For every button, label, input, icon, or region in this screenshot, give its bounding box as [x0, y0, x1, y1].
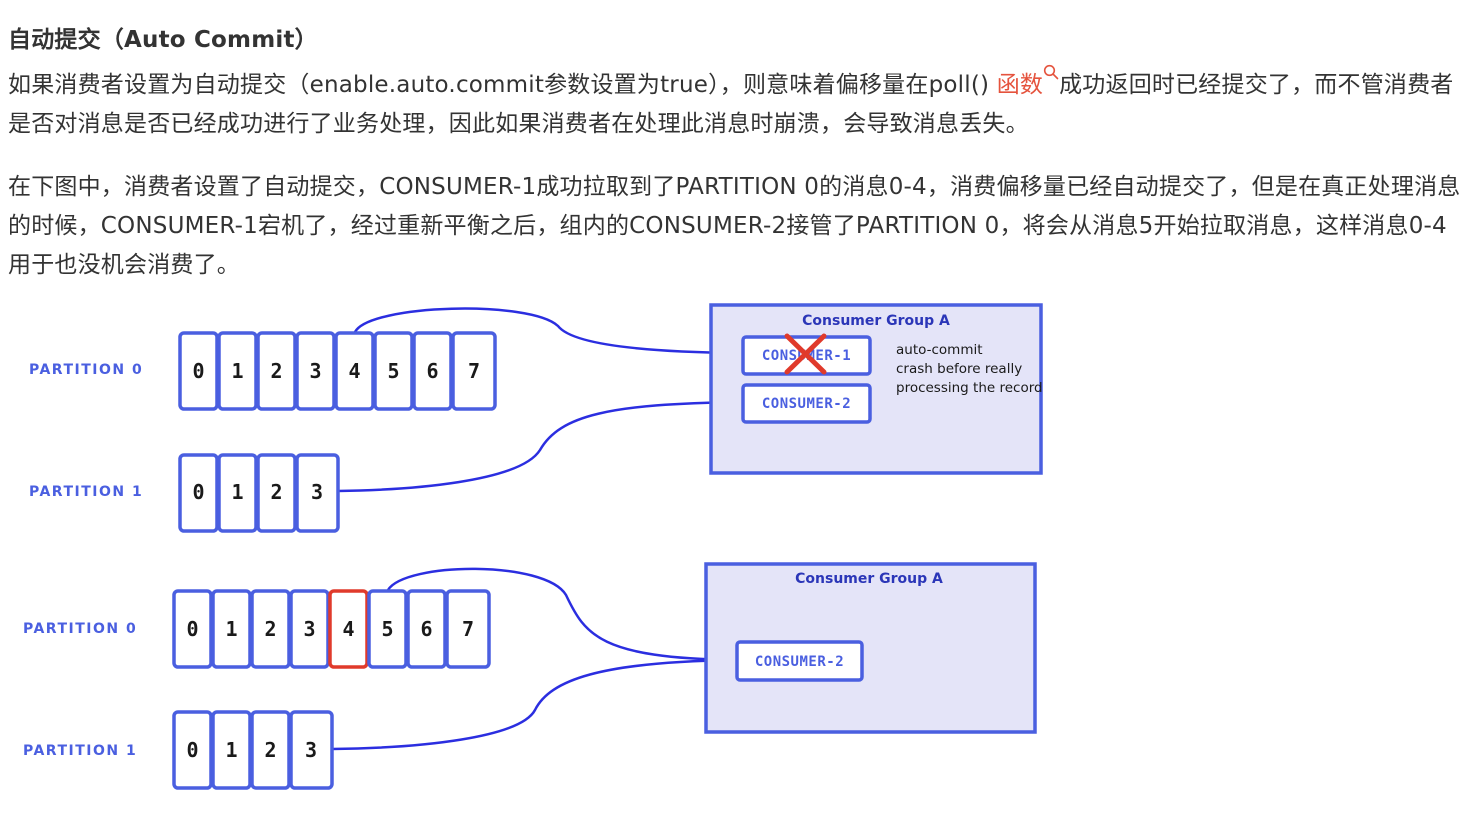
cell-box — [250, 710, 291, 790]
top-consumer2-label: CONSUMER-2 — [762, 396, 851, 412]
cell-label: 0 — [192, 480, 204, 504]
cell-box — [451, 331, 497, 411]
cell-label: 5 — [381, 617, 393, 641]
cell-box — [217, 453, 258, 533]
cell-box — [406, 589, 447, 669]
bottom-partition1-cells: 0 1 2 3 — [172, 710, 334, 790]
paragraph-text-before-link: 如果消费者设置为自动提交（enable.auto.commit参数设置为true… — [8, 72, 997, 98]
cell-label: 4 — [342, 617, 354, 641]
paragraph-auto-commit-intro: 如果消费者设置为自动提交（enable.auto.commit参数设置为true… — [8, 64, 1470, 144]
cell-label: 2 — [270, 359, 282, 383]
cell-label: 6 — [420, 617, 432, 641]
cell-box — [289, 710, 334, 790]
cell-box — [178, 331, 219, 411]
cell-label: 2 — [264, 738, 276, 762]
crash-cross-icon — [784, 333, 827, 375]
cell-box — [334, 331, 375, 411]
cell-label: 3 — [309, 359, 321, 383]
bottom-partition1-label: PARTITION 1 — [23, 743, 137, 759]
cell-box — [256, 331, 297, 411]
cell-label: 4 — [348, 359, 360, 383]
paragraph-text-after-link: 成功返回时已经提交了，而不管消费者是否对消息是否已经成功进行了业务处理，因此如果… — [8, 72, 1454, 137]
cell-box — [172, 589, 213, 669]
connector-bottom-partition1-consumer2 — [331, 658, 736, 751]
bottom-partition0-cells: 0 1 2 3 4 5 6 7 — [172, 589, 491, 669]
cell-label: 2 — [264, 617, 276, 641]
cell-label: 0 — [186, 617, 198, 641]
bottom-consumer2-label: CONSUMER-2 — [755, 654, 844, 670]
search-icon[interactable] — [1043, 64, 1059, 80]
cell-label: 6 — [426, 359, 438, 383]
section-heading: 自动提交（Auto Commit） — [8, 27, 318, 53]
paragraph-diagram-explanation: 在下图中，消费者设置了自动提交，CONSUMER-1成功拉取到了PARTITIO… — [8, 174, 1461, 278]
bottom-consumer2-box — [735, 640, 864, 682]
connector-top-partition0-consumer1 — [353, 307, 741, 355]
cell-label: 3 — [305, 738, 317, 762]
cell-box — [412, 331, 453, 411]
cell-label: 1 — [231, 359, 243, 383]
cell-box — [295, 453, 340, 533]
cell-box — [256, 453, 297, 533]
cell-label: 1 — [231, 480, 243, 504]
top-consumer-group-title: Consumer Group A — [802, 313, 950, 329]
cell-box — [217, 331, 258, 411]
connector-top-partition1-consumer2 — [337, 400, 741, 493]
bottom-consumer-group-title: Consumer Group A — [795, 571, 943, 587]
cell-box-highlighted — [328, 589, 369, 669]
cell-box — [211, 710, 252, 790]
cell-box — [373, 331, 414, 411]
note-line-processing: processing the record — [896, 380, 1043, 396]
top-partition1-label: PARTITION 1 — [29, 484, 143, 500]
top-partition0-label: PARTITION 0 — [29, 362, 143, 378]
cell-label: 3 — [311, 480, 323, 504]
cell-box — [289, 589, 330, 669]
note-line-crash: crash before really — [896, 361, 1022, 377]
top-partition1-cells: 0 1 2 3 — [178, 453, 340, 533]
connector-bottom-partition0-consumer2 — [386, 567, 736, 662]
cell-label: 1 — [225, 738, 237, 762]
note-line-auto-commit: auto-commit — [896, 342, 983, 358]
cell-label: 0 — [186, 738, 198, 762]
cell-label: 0 — [192, 359, 204, 383]
cell-label: 2 — [270, 480, 282, 504]
auto-commit-diagram: PARTITION 0 0 1 2 3 4 5 6 7 PARTITION 1 … — [23, 303, 1043, 790]
cell-label: 7 — [462, 617, 474, 641]
top-consumer2-box — [741, 383, 872, 424]
cell-box — [178, 453, 219, 533]
cell-box — [367, 589, 408, 669]
cell-box — [172, 710, 213, 790]
cell-label: 1 — [225, 617, 237, 641]
function-keyword-link[interactable]: 函数 — [996, 72, 1044, 98]
bottom-partition0-label: PARTITION 0 — [23, 621, 137, 637]
top-partition0-cells: 0 1 2 3 4 5 6 7 — [178, 331, 497, 411]
cell-label: 3 — [303, 617, 315, 641]
cell-box — [295, 331, 336, 411]
cell-box — [211, 589, 252, 669]
cell-label: 5 — [387, 359, 399, 383]
cell-box — [445, 589, 491, 669]
cell-label: 7 — [468, 359, 480, 383]
cell-box — [250, 589, 291, 669]
